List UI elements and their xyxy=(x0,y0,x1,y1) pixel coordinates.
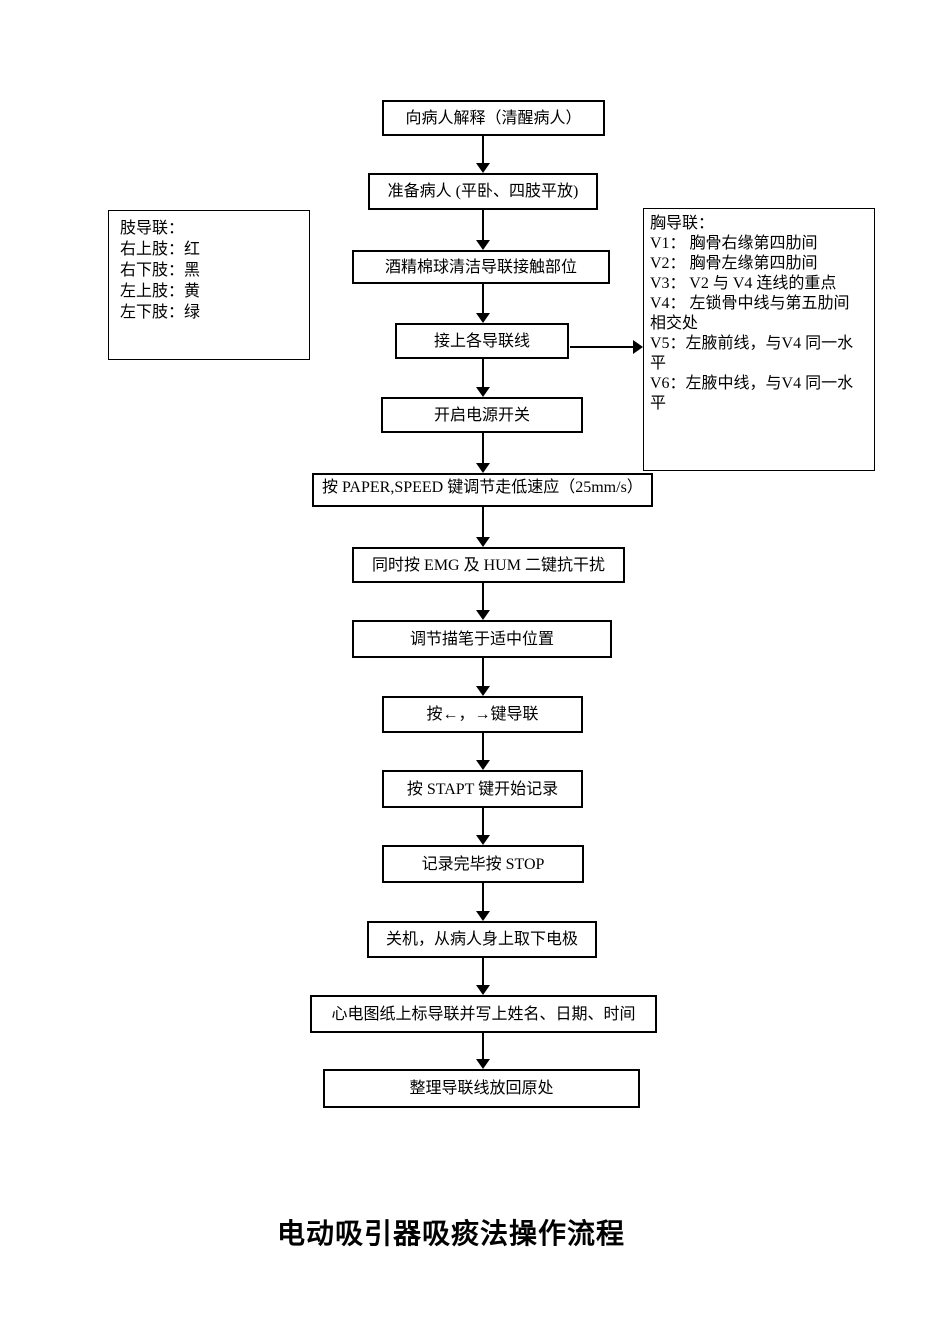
flow-step-label: 接上各导联线 xyxy=(433,332,530,350)
limb-leads-note-box: 肢导联： 右上肢：红 右下肢：黑 左上肢：黄 左下肢：绿 xyxy=(108,210,310,360)
flow-step-clean-contact-sites: 酒精棉球清洁导联接触部位 xyxy=(352,250,610,284)
flow-step-label: 按 STAPT 键开始记录 xyxy=(406,780,559,798)
flow-step-label: 向病人解释（清醒病人） xyxy=(405,109,582,127)
flow-step-adjust-stylus: 调节描笔于适中位置 xyxy=(352,620,612,658)
page-title: 电动吸引器吸痰法操作流程 xyxy=(276,1219,625,1250)
flow-arrow-down-4 xyxy=(476,359,490,397)
flow-arrow-down-3 xyxy=(476,284,490,323)
flow-step-label: 同时按 EMG 及 HUM 二键抗干扰 xyxy=(372,556,605,574)
flow-arrow-down-5 xyxy=(476,433,490,473)
flow-step-tidy-leads: 整理导联线放回原处 xyxy=(323,1069,640,1108)
flow-step-stop-recording: 记录完毕按 STOP xyxy=(382,845,584,883)
flow-arrow-down-9 xyxy=(476,733,490,770)
flow-step-start-recording: 按 STAPT 键开始记录 xyxy=(382,770,583,808)
flow-step-power-on: 开启电源开关 xyxy=(381,397,583,433)
flow-arrow-down-8 xyxy=(476,658,490,696)
flow-arrow-down-13 xyxy=(476,1033,490,1069)
flow-step-label: 整理导联线放回原处 xyxy=(409,1080,554,1097)
flow-step-label: 记录完毕按 STOP xyxy=(421,855,545,873)
chest-leads-note-box: 胸导联： V1： 胸骨右缘第四肋间 V2： 胸骨左缘第四肋间 V3： V2 与 … xyxy=(643,208,875,471)
flow-step-label: 开启电源开关 xyxy=(433,406,530,424)
chest-lead-v4: V4： 左锁骨中线与第五肋间相交处 xyxy=(650,295,850,332)
chest-lead-v2: V2： 胸骨左缘第四肋间 xyxy=(650,255,818,272)
flow-arrow-down-1 xyxy=(476,136,490,173)
flow-step-label: 心电图纸上标导联并写上姓名、日期、时间 xyxy=(331,1005,636,1023)
flow-step-label: 准备病人 (平卧、四肢平放) xyxy=(387,183,579,200)
chest-lead-v5: V5：左腋前线，与V4 同一水平 xyxy=(650,335,854,372)
flow-step-label: 按 PAPER,SPEED 键调节走低速应（25mm/s） xyxy=(322,479,643,496)
flow-arrow-down-7 xyxy=(476,583,490,620)
flow-step-emg-hum: 同时按 EMG 及 HUM 二键抗干扰 xyxy=(352,547,625,583)
flow-arrow-down-6 xyxy=(476,507,490,547)
flow-arrow-down-10 xyxy=(476,808,490,845)
flow-step-prepare-patient: 准备病人 (平卧、四肢平放) xyxy=(368,173,598,210)
flow-step-attach-leads: 接上各导联线 xyxy=(395,323,569,359)
flow-step-paper-speed: 按 PAPER,SPEED 键调节走低速应（25mm/s） xyxy=(312,473,653,507)
flow-step-label-ecg-paper: 心电图纸上标导联并写上姓名、日期、时间 xyxy=(310,995,657,1033)
limb-lead-right-arm: 右上肢：红 xyxy=(120,241,201,258)
flow-step-label: 按←，→键导联 xyxy=(426,706,539,723)
flow-step-label: 酒精棉球清洁导联接触部位 xyxy=(384,258,577,276)
flow-arrow-down-2 xyxy=(476,210,490,250)
flow-arrow-down-11 xyxy=(476,883,490,921)
limb-leads-title: 肢导联： xyxy=(120,220,185,237)
arrow-right-to-chest-note xyxy=(570,340,643,354)
chest-leads-title: 胸导联： xyxy=(650,215,715,232)
flow-arrow-down-12 xyxy=(476,958,490,995)
flow-step-arrow-keys-leads: 按←，→键导联 xyxy=(382,696,583,733)
limb-lead-left-leg: 左下肢：绿 xyxy=(120,304,201,321)
chest-lead-v1: V1： 胸骨右缘第四肋间 xyxy=(650,235,818,252)
chest-lead-v6: V6：左腋中线，与V4 同一水平 xyxy=(650,375,854,412)
flow-step-label: 关机，从病人身上取下电极 xyxy=(385,931,578,948)
flow-step-power-off-remove-electrodes: 关机，从病人身上取下电极 xyxy=(367,921,597,958)
flow-step-explain-to-patient: 向病人解释（清醒病人） xyxy=(382,100,605,136)
chest-lead-v3: V3： V2 与 V4 连线的重点 xyxy=(650,275,837,292)
flow-step-label: 调节描笔于适中位置 xyxy=(409,630,554,648)
limb-lead-left-arm: 左上肢：黄 xyxy=(120,283,201,300)
limb-lead-right-leg: 右下肢：黑 xyxy=(120,262,201,279)
